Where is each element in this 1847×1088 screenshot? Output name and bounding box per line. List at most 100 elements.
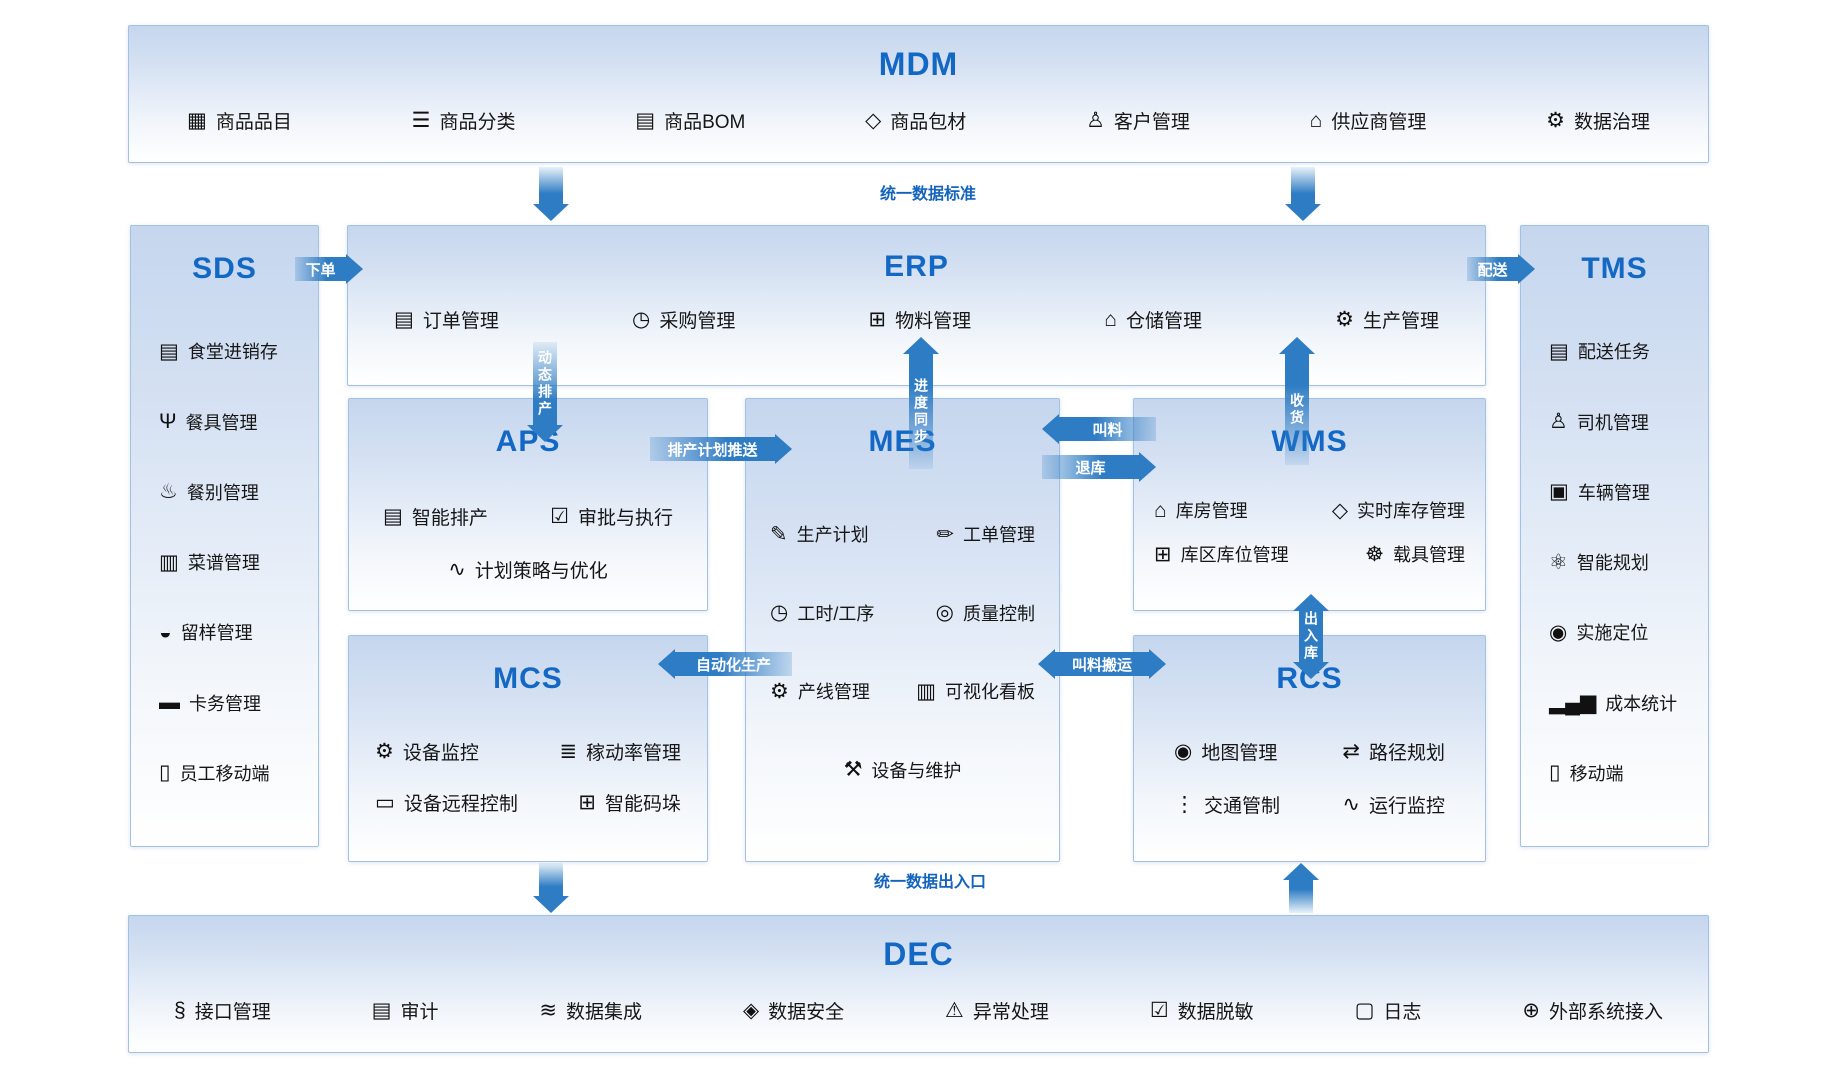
arrow-down-icon [533,896,569,913]
arrow-body: 动态排产 [533,342,557,425]
erp-item-purchase-mgmt: ◷ 采购管理 [632,306,735,333]
erp-item-warehouse-mgmt: ⌂仓储管理 [1104,306,1202,333]
sds-title: SDS [192,252,257,285]
mdm-title: MDM [878,46,959,82]
rcs-row-2: ⋮交通管制 ∿运行监控 [1174,791,1445,818]
aps-items: ▤智能排产 ☑审批与执行 ∿ 计划策略与优化 [349,503,707,583]
item-label: 采购管理 [659,311,736,332]
item-label: 商品BOM [664,112,746,133]
arrow-label: 收货 [1289,392,1305,427]
mdm-item-customer-mgmt: ♙客户管理 [1086,107,1190,134]
sds-item-meal-type-mgmt: ♨餐别管理 [159,479,318,505]
mes-to-wms-return-arrow: 退库 [1042,452,1156,482]
item-label: 员工移动端 [179,763,270,784]
item-label: 库区库位管理 [1180,545,1289,565]
item-label: 数据脱敏 [1177,1002,1254,1023]
purchase-clock-icon: ◷ [632,308,651,331]
dec-item-audit: ▤审计 [372,997,439,1024]
audit-doc-icon: ▤ [371,999,392,1022]
sds-item-sample-retention: ◒留样管理 [159,619,318,645]
mes-item-quality-control: ◎质量控制 [936,600,1035,626]
bin-grid-icon: ⊞ [1154,542,1172,566]
item-label: 智能规划 [1576,553,1649,573]
item-label: 计划策略与优化 [474,561,608,582]
wms-rcs-in-out-warehouse-arrow: 出入库 [1293,594,1329,679]
strategy-chart-icon: ∿ [448,558,466,581]
item-label: 交通管制 [1204,796,1281,817]
mcs-item-remote-control: ▭设备远程控制 [375,789,518,816]
work-order-icon: ✏ [936,522,954,546]
mask-shield-icon: ☑ [1149,999,1169,1022]
bowl-icon: ◒ [159,620,172,644]
external-access-icon: ⊕ [1522,999,1540,1022]
erp-item-material-mgmt: ⊞物料管理 [869,306,972,333]
arrow-body: 进度同步 [909,354,933,469]
aps-row-1: ▤智能排产 ☑审批与执行 [383,503,673,530]
wms-to-mes-material-call-arrow: 叫料 [1042,414,1156,444]
dec-item-logs: ▢日志 [1355,997,1422,1024]
mcs-item-device-monitoring: ⚙设备监控 [375,738,479,765]
wms-item-bin-location-mgmt: ⊞ 库区库位管理 [1154,541,1289,567]
arrow-down-icon [533,204,569,221]
mdm-item-packaging: ◇商品包材 [865,107,966,134]
wms-row-1: ⌂库房管理 ◇实时库存管理 [1154,497,1465,523]
mes-row-1: ✎生产计划 ✏工单管理 [770,521,1035,547]
mcs-row-1: ⚙设备监控 ≣稼动率管理 [375,738,681,765]
arrow-body [539,167,563,204]
dec-item-data-masking: ☑ 数据脱敏 [1150,997,1254,1024]
item-label: 实施定位 [1576,623,1649,644]
mdm-items: ▦商品品目 ☰商品分类 ▤商品BOM ◇商品包材 ♙客户管理 ⌂供应商管理 ⚙数… [129,83,1708,134]
sds-to-erp-order-arrow: 下单 [295,253,363,285]
tms-item-delivery-tasks: ▤配送任务 [1549,338,1708,364]
item-label: 可视化看板 [945,682,1035,703]
arrow-left-icon [1038,649,1055,679]
item-label: 数据安全 [768,1002,845,1023]
person-icon: ♙ [1086,109,1105,132]
item-label: 质量控制 [963,603,1035,624]
arrow-body [1291,167,1315,204]
wms-items: ⌂库房管理 ◇实时库存管理 ⊞ 库区库位管理 ☸载具管理 [1134,497,1485,567]
wms-item-realtime-inventory: ◇实时库存管理 [1332,497,1465,523]
item-label: 仓储管理 [1125,311,1202,332]
dec-item-data-integration: ≋数据集成 [539,997,642,1024]
item-label: 生产计划 [796,525,869,546]
wms-item-carrier-mgmt: ☸载具管理 [1365,541,1465,567]
plan-edit-icon: ✎ [770,522,788,546]
aps-to-mes-plan-push-arrow: 排产计划推送 [650,433,792,465]
item-label: 餐具管理 [185,412,258,433]
mcs-row-2: ▭设备远程控制 ⊞智能码垛 [375,789,681,816]
meal-cloche-icon: ♨ [159,480,178,504]
arrow-label: 自动化生产 [675,652,792,676]
arrow-up-icon [1283,863,1319,880]
utensils-icon: Ψ [159,410,177,433]
dec-item-external-access: ⊕外部系统接入 [1522,997,1663,1024]
aps-item-plan-strategy: ∿ 计划策略与优化 [448,556,608,583]
phone-icon: ▯ [1549,761,1561,785]
map-pin-icon: ◉ [1174,740,1193,763]
route-icon: ⇄ [1342,740,1360,763]
tms-item-smart-planning: ⚛ 智能规划 [1549,549,1708,575]
aps-item-approval-execution: ☑审批与执行 [550,503,673,530]
dec-item-data-security: ◈数据安全 [743,997,844,1024]
rcs-item-map-mgmt: ◉地图管理 [1174,738,1277,765]
smart-planning-icon: ⚛ [1549,550,1568,574]
item-label: 载具管理 [1393,545,1465,565]
item-label: 实时库存管理 [1357,501,1465,521]
arrow-body [1289,880,1313,913]
rcs-item-operation-monitoring: ∿运行监控 [1342,791,1445,818]
item-label: 商品品目 [215,112,292,133]
sds-item-canteen-inventory: ▤食堂进销存 [159,338,318,364]
maintenance-wrench-icon: ⚒ [843,758,863,782]
mdm-item-supplier-mgmt: ⌂供应商管理 [1310,107,1427,134]
mes-items: ✎生产计划 ✏工单管理 ◷工时/工序 ◎质量控制 ⚙产线管理 ▥可视化看板 ⚒设… [746,459,1059,861]
item-label: 路径规划 [1368,743,1445,764]
schedule-doc-icon: ▤ [383,505,403,528]
aps-item-smart-scheduling: ▤智能排产 [383,503,488,530]
arrow-label: 叫料 [1059,417,1156,441]
arrow-right-icon [1149,649,1166,679]
warning-icon: ⚠ [945,999,964,1022]
package-icon: ◇ [865,109,882,132]
